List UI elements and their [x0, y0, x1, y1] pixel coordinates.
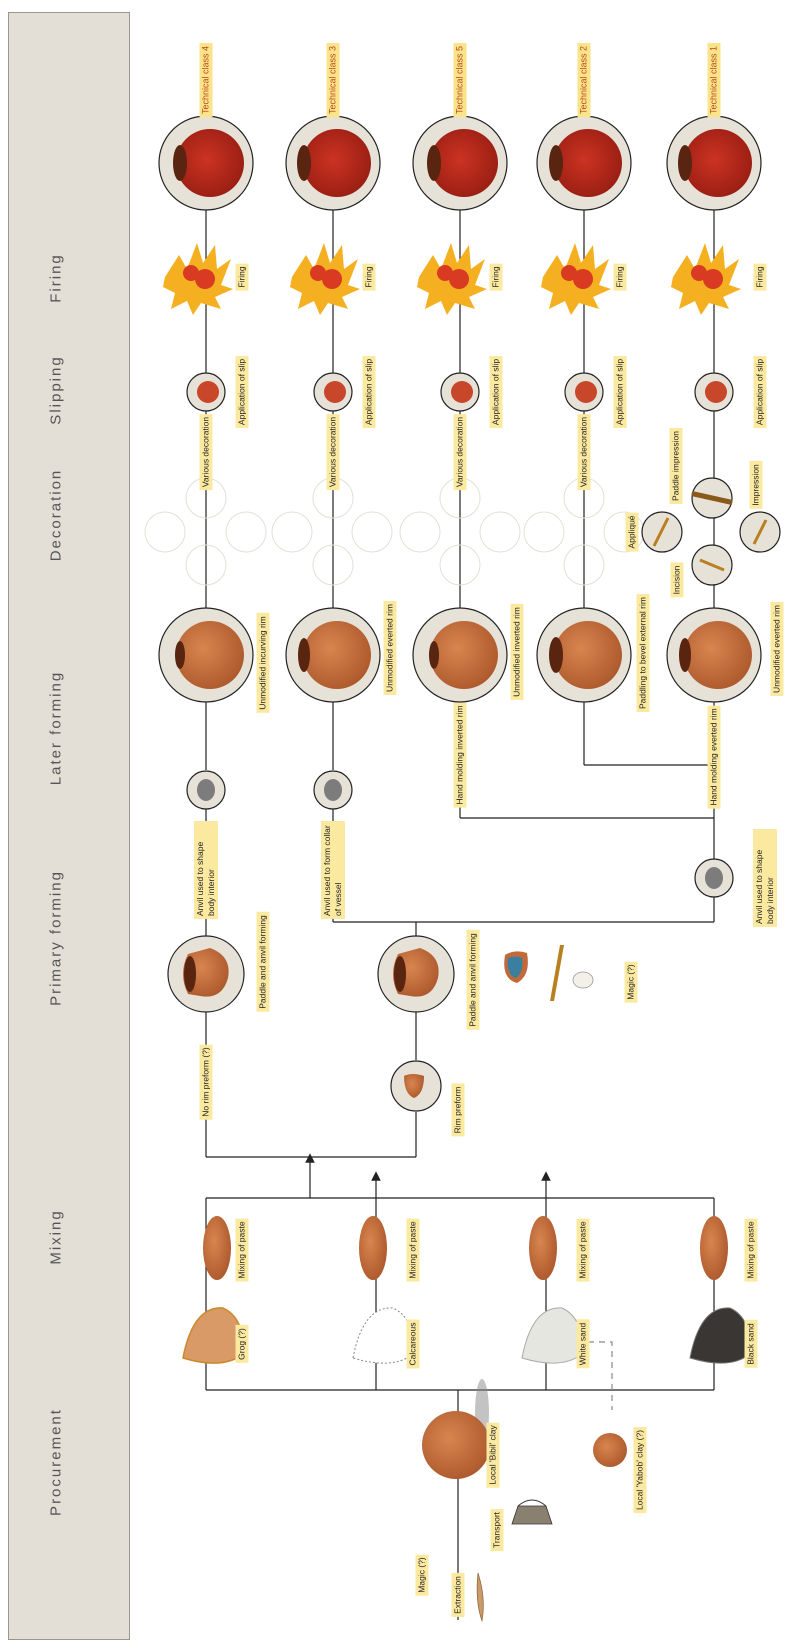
black-sand-temper-icon [689, 1307, 751, 1364]
grog-temper-icon [182, 1307, 244, 1364]
stage-sidebar [8, 12, 130, 1640]
transport-basket-icon [511, 1499, 553, 1525]
white-sand-temper-icon [521, 1307, 583, 1364]
rim-preform-icon [390, 1060, 442, 1112]
yabob-clay-lump-icon [593, 1433, 627, 1467]
magic-tools-icon [504, 945, 594, 1001]
anvil-icons [186, 770, 734, 898]
slip-application-icons [186, 372, 734, 412]
fired-pots [158, 115, 762, 211]
calcareous-temper-icon [352, 1307, 414, 1364]
paddle-anvil-vessel-2 [377, 935, 455, 1013]
paste-lumps [203, 1216, 728, 1280]
firing-icons [163, 243, 741, 315]
decoration-tools [641, 477, 781, 586]
decoration-placeholders [144, 477, 645, 586]
shaped-vessels [158, 607, 762, 703]
paddle-anvil-vessel-1 [167, 935, 245, 1013]
extraction-tool-icon [476, 1572, 484, 1623]
bibil-clay-lump-icon [422, 1379, 490, 1479]
